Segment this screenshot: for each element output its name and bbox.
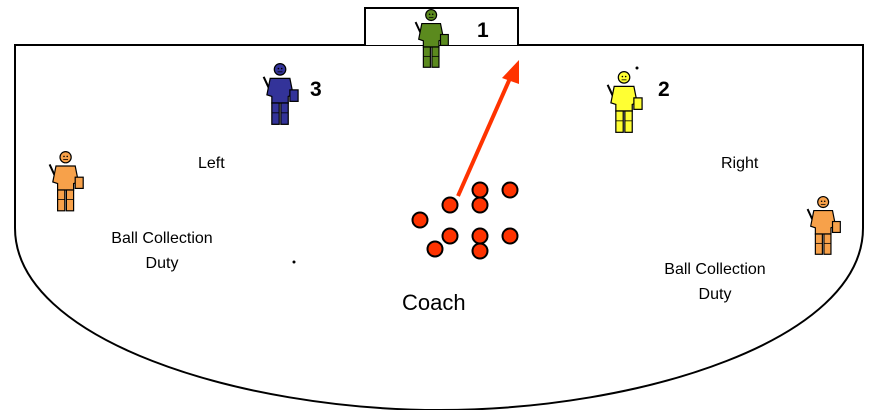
ball bbox=[471, 181, 489, 199]
ball bbox=[471, 227, 489, 245]
shooting-circle-outline bbox=[14, 44, 864, 410]
duty-right-line2: Duty bbox=[699, 286, 732, 303]
ball bbox=[441, 227, 459, 245]
ball bbox=[501, 227, 519, 245]
ball bbox=[441, 196, 459, 214]
ball-group bbox=[411, 181, 519, 260]
goalkeeper-3-number: 3 bbox=[310, 78, 322, 101]
duty-right-line1: Ball Collection bbox=[664, 261, 765, 278]
duty-left-line1: Ball Collection bbox=[111, 230, 212, 247]
shot-arrow bbox=[456, 60, 519, 197]
ball bbox=[426, 240, 444, 258]
goalkeeper-1-number: 1 bbox=[477, 19, 489, 42]
coach-label: Coach bbox=[402, 290, 466, 315]
ball bbox=[471, 242, 489, 260]
duty-left-line2: Duty bbox=[146, 255, 179, 272]
ball bbox=[471, 196, 489, 214]
dot-marker bbox=[635, 66, 639, 70]
goalkeeper-2-number: 2 bbox=[658, 78, 670, 101]
dot-marker bbox=[292, 260, 296, 264]
left-label: Left bbox=[198, 155, 225, 172]
ball bbox=[501, 181, 519, 199]
ball bbox=[411, 211, 429, 229]
right-label: Right bbox=[721, 155, 759, 172]
